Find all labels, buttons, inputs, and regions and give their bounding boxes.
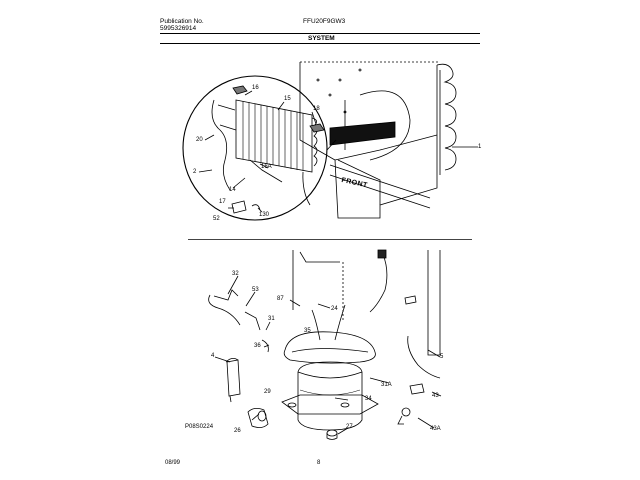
callout-52: 52 <box>213 216 220 222</box>
callout-31: 31 <box>268 316 275 322</box>
publication-number: 5995326914 <box>160 25 197 32</box>
callout-29: 29 <box>264 389 271 395</box>
callout-16a: 16A <box>261 164 272 170</box>
section-rule <box>160 43 480 44</box>
drawing-code: P08S0224 <box>185 424 214 430</box>
callout-26: 26 <box>234 428 241 434</box>
callout-17: 17 <box>219 199 226 205</box>
callout-32: 32 <box>232 271 239 277</box>
callout-14: 14 <box>229 187 236 193</box>
model-number: FFU20F9GW3 <box>303 18 346 25</box>
callout-35: 35 <box>304 328 311 334</box>
callout-16: 16 <box>252 85 259 91</box>
callout-31a: 31A <box>381 382 392 388</box>
header-rule <box>160 33 480 34</box>
callout-20: 20 <box>196 137 203 143</box>
publication-label: Publication No. <box>160 18 204 25</box>
callout-4: 4 <box>211 353 215 359</box>
footer-date: 08/99 <box>165 460 181 466</box>
diagram-divider <box>188 239 472 240</box>
page-number: 8 <box>317 460 321 466</box>
callout-53: 53 <box>252 287 259 293</box>
callout-15: 15 <box>284 96 291 102</box>
section-title: SYSTEM <box>308 35 335 42</box>
callout-18: 18 <box>313 106 320 112</box>
callout-87: 87 <box>277 296 284 302</box>
callout-2: 2 <box>193 169 197 175</box>
callout-24: 24 <box>331 306 338 312</box>
callout-36: 36 <box>254 343 261 349</box>
callout-1: 1 <box>478 144 482 150</box>
callout-43a: 43A <box>430 426 441 432</box>
callout-34: 34 <box>365 396 372 402</box>
callout-43: 43 <box>432 393 439 399</box>
callout-27: 27 <box>346 424 353 430</box>
callout-5: 5 <box>440 354 444 360</box>
callout-130: 130 <box>259 212 270 218</box>
